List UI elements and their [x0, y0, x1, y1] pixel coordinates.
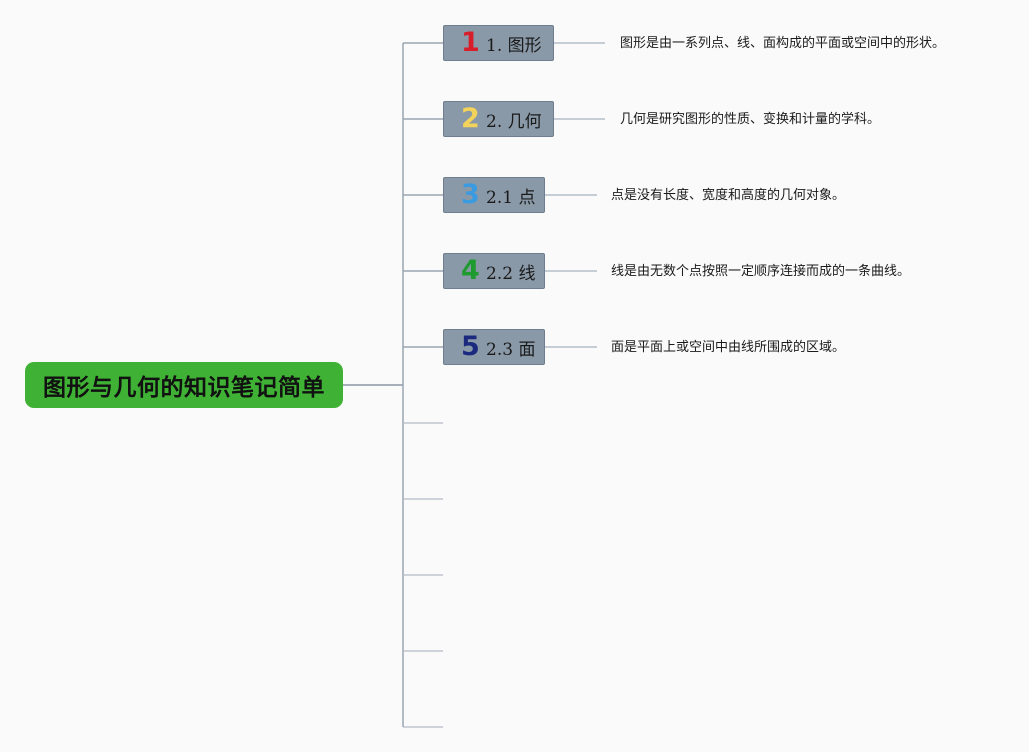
topic-line[interactable]: 4 2.2 线 — [443, 253, 545, 289]
root-title: 图形与几何的知识笔记简单 — [43, 375, 325, 401]
topic-graphics[interactable]: 1 1. 图形 — [443, 25, 554, 61]
number-five-icon: 5 — [461, 331, 480, 362]
number-one-icon: 1 — [461, 27, 480, 58]
topic-note: 图形是由一系列点、线、面构成的平面或空间中的形状。 — [620, 36, 946, 51]
number-four-icon: 4 — [461, 255, 480, 286]
topic-label: 2.1 点 — [486, 187, 536, 208]
topic-surface[interactable]: 5 2.3 面 — [443, 329, 545, 365]
root-topic[interactable]: 图形与几何的知识笔记简单 — [25, 362, 343, 408]
topic-label: 1. 图形 — [486, 35, 542, 56]
topic-label: 2.3 面 — [486, 339, 536, 360]
number-two-icon: 2 — [461, 103, 480, 134]
topic-note: 面是平面上或空间中由线所围成的区域。 — [611, 340, 846, 355]
topic-note: 几何是研究图形的性质、变换和计量的学科。 — [620, 112, 881, 127]
topic-note: 线是由无数个点按照一定顺序连接而成的一条曲线。 — [611, 264, 911, 279]
topic-geometry[interactable]: 2 2. 几何 — [443, 101, 554, 137]
topic-label: 2. 几何 — [486, 111, 542, 132]
topic-note: 点是没有长度、宽度和高度的几何对象。 — [611, 188, 846, 203]
number-three-icon: 3 — [461, 179, 480, 210]
topic-point[interactable]: 3 2.1 点 — [443, 177, 545, 213]
topic-label: 2.2 线 — [486, 263, 536, 284]
